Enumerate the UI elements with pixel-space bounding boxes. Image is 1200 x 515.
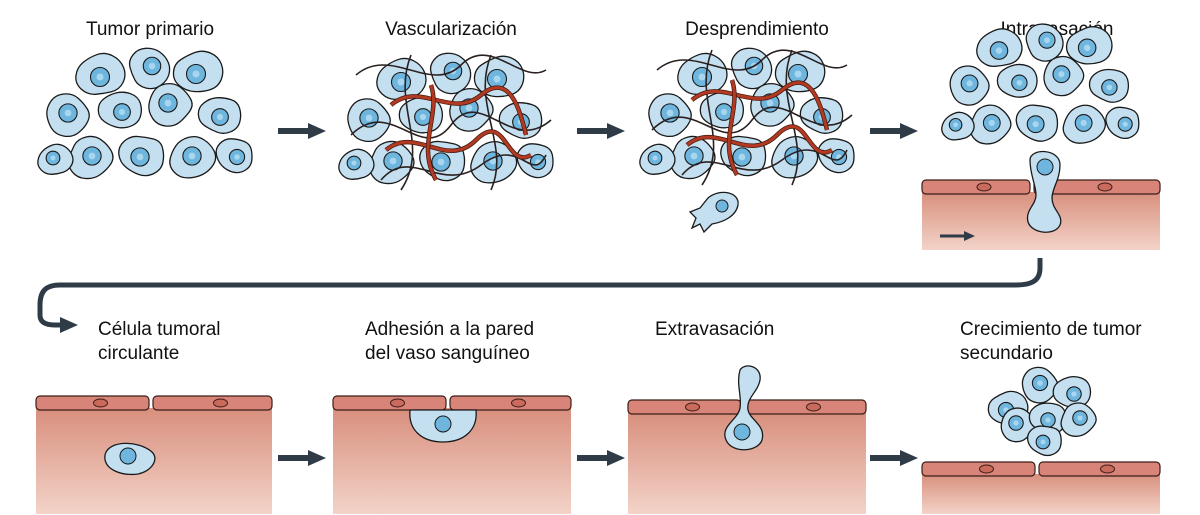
extravasating-cell [724,365,764,451]
endothelial-nucleus [213,398,228,408]
intravasation-cluster [941,23,1140,145]
detaching-cluster [639,47,855,186]
tumor-cell [338,148,375,180]
label-circulating-cell-line1: Célula tumoral [98,319,221,340]
secondary-tumor-cluster [987,366,1097,457]
tumor-cell [1000,407,1037,443]
vascularized-cluster [338,52,554,191]
tumor-cell [1105,106,1140,140]
right-arrow-icon [278,123,326,139]
tumor-cell [1015,104,1059,142]
tumor-cell [75,52,126,95]
tumor-cell [1026,425,1062,457]
endothelial-nucleus [976,182,992,192]
label-secondary-growth-line1: Crecimiento de tumor [960,319,1142,340]
tumor-cell [46,93,90,138]
tumor-cell [429,52,472,95]
tumor-cell [118,135,165,177]
endothelial-nucleus [93,398,108,408]
tumor-cell [1043,55,1085,97]
tumor-cell [730,47,773,90]
flow-direction-arrowhead [964,231,975,241]
right-arrow-icon [870,123,918,139]
tumor-cell [215,138,253,174]
right-arrow-icon [577,123,625,139]
tumor-cell [774,50,826,93]
capillary-network [651,49,853,186]
endothelial-nucleus [511,398,526,408]
label-detachment: Desprendimiento [685,19,829,40]
label-adhesion-line1: Adhesión a la pared [365,319,535,340]
right-arrow-icon [577,450,625,466]
extravasation-vessel [627,399,867,514]
tumor-cell [67,135,114,180]
endothelial-nucleus [1100,464,1115,474]
tumor-cell [949,65,990,106]
endothelial-nucleus [806,402,821,412]
tumor-cell [1088,68,1130,103]
tumor-cell [169,135,217,179]
endothelial-nucleus [685,402,700,412]
endothelial-nucleus [1097,182,1113,192]
tumor-cell [1052,375,1092,409]
right-arrow-icon [278,450,326,466]
tumor-cell [347,98,391,143]
tumor-cell [969,104,1012,145]
label-adhesion-line2: del vaso sanguíneo [365,343,530,364]
intravasating-cell [1026,150,1062,233]
primary-tumor-cluster [37,47,253,180]
label-circulating-cell-line2: circulante [98,343,180,364]
tumor-cell [516,143,554,179]
tumor-cell [1021,366,1059,404]
tumor-cell [1060,402,1097,437]
label-secondary-growth-line2: secundario [960,343,1053,364]
circulating-cell [104,442,156,476]
detaching-cell [688,191,739,234]
tumor-cell [639,143,676,175]
curved-arrow-icon [37,258,1043,333]
tumor-cell [648,93,692,138]
tumor-cell [996,63,1038,98]
label-vascularization: Vascularización [385,19,517,40]
adhering-cell [409,409,477,443]
capillary-network [350,54,552,191]
tumor-cell [197,97,242,134]
tumor-cell [128,47,171,90]
tumor-cell [368,140,415,185]
tumor-cell [976,28,1023,67]
tumor-cell [473,55,525,98]
tumor-cell [172,50,224,93]
endothelial-nucleus [979,464,994,474]
endothelial-nucleus [390,398,405,408]
tumor-cell [941,111,975,141]
tumor-cell [37,143,74,175]
tumor-cell [376,57,427,100]
secondary-vessel [921,461,1161,514]
tumor-cell [1065,26,1113,65]
tumor-cell [1062,104,1106,144]
tumor-cell [97,91,143,129]
tumor-cell [817,138,855,174]
right-arrow-icon [870,450,918,466]
tumor-cell [1025,23,1064,62]
label-extravasation: Extravasación [655,319,775,340]
tumor-cell [148,82,193,127]
label-primary-tumor: Tumor primario [85,19,215,40]
